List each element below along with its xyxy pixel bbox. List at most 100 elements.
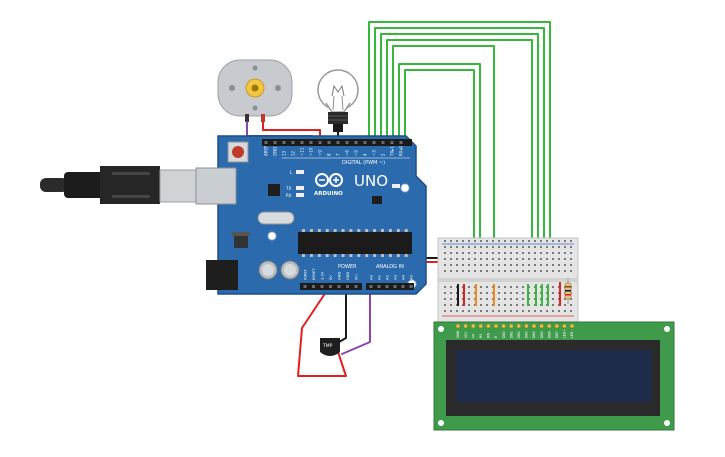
analog-pin[interactable]: [377, 285, 381, 288]
breadboard-hole: [546, 246, 548, 248]
breadboard-hole: [492, 270, 494, 272]
lcd-pin[interactable]: [455, 323, 461, 329]
breadboard-hole: [486, 264, 488, 266]
chip-pin: [388, 229, 392, 232]
digital-pin-label: 12: [291, 150, 296, 156]
power-pin[interactable]: [329, 285, 332, 288]
dc-motor-terminal-2[interactable]: [261, 114, 265, 122]
digital-pin[interactable]: [309, 141, 313, 144]
breadboard-hole: [516, 246, 518, 248]
power-pin[interactable]: [303, 285, 307, 288]
breadboard-hole: [534, 310, 536, 312]
breadboard-hole: [480, 286, 482, 288]
temperature-sensor[interactable]: TMP: [320, 338, 340, 356]
analog-pin[interactable]: [401, 285, 405, 288]
lcd-pin[interactable]: [463, 323, 468, 329]
usb-jack: [195, 167, 237, 205]
power-pin-label: RESET: [312, 268, 316, 280]
analog-pin-label: A0: [369, 274, 374, 280]
digital-pin[interactable]: [345, 141, 349, 144]
power-pin[interactable]: [346, 285, 349, 288]
breadboard-hole: [450, 258, 452, 260]
lcd-pin-label: RS: [479, 334, 483, 338]
lcd-pin[interactable]: [486, 323, 491, 329]
breadboard-hole: [504, 258, 506, 260]
digital-pin[interactable]: [318, 141, 322, 144]
lcd-pin[interactable]: [478, 323, 484, 329]
wire-green-3[interactable]: [380, 33, 539, 257]
wire-green-2[interactable]: [374, 27, 545, 257]
breadboard-hole: [558, 240, 560, 242]
resistor[interactable]: [564, 278, 572, 304]
digital-pin[interactable]: [264, 141, 268, 144]
breadboard-hole: [462, 258, 464, 260]
chip-pin: [381, 229, 384, 232]
wire-green-4[interactable]: [386, 39, 533, 257]
analog-pin[interactable]: [385, 285, 389, 288]
digital-pin[interactable]: [273, 141, 277, 144]
lcd-pin[interactable]: [508, 323, 514, 329]
lcd-pin[interactable]: [516, 323, 522, 329]
wire-green-6[interactable]: [398, 63, 481, 257]
breadboard-hole: [450, 264, 452, 266]
analog-pin[interactable]: [409, 285, 413, 288]
reset-button-cap[interactable]: [232, 146, 244, 158]
digital-pin[interactable]: [363, 141, 367, 144]
lcd-pin[interactable]: [493, 323, 499, 329]
digital-pin[interactable]: [354, 141, 358, 144]
wire-sensor-power[interactable]: [297, 285, 347, 377]
lcd-pin[interactable]: [501, 323, 506, 329]
lcd-pin[interactable]: [539, 323, 544, 329]
wire-green-5[interactable]: [392, 45, 495, 257]
lcd-pin[interactable]: [562, 323, 567, 329]
power-pin[interactable]: [312, 285, 315, 288]
wire-sensor-ground[interactable]: [331, 285, 347, 347]
breadboard-hole: [456, 258, 458, 260]
power-pin-label: IOREF: [304, 269, 308, 280]
usb-cable-strain: [64, 172, 104, 198]
breadboard-hole: [468, 246, 470, 248]
digital-pin[interactable]: [336, 141, 340, 144]
chip-pin: [357, 254, 361, 257]
breadboard-hole: [498, 270, 500, 272]
lcd-pin[interactable]: [546, 323, 552, 329]
dc-motor-terminal-1[interactable]: [245, 114, 249, 122]
digital-pin[interactable]: [300, 141, 304, 144]
led-on-label: ON: [402, 184, 408, 189]
breadboard-hole: [510, 240, 512, 242]
power-pin[interactable]: [337, 285, 341, 288]
wire-green-7[interactable]: [404, 69, 475, 257]
breadboard-hole: [510, 292, 512, 294]
wire-green-1[interactable]: [368, 21, 551, 257]
digital-pin[interactable]: [291, 141, 295, 144]
breadboard-hole: [558, 264, 560, 266]
power-pin[interactable]: [354, 285, 358, 288]
chip-pin: [333, 254, 337, 257]
lcd-pin[interactable]: [524, 323, 529, 329]
digital-pin[interactable]: [327, 141, 331, 144]
led-tx-label: TX: [285, 186, 291, 191]
analog-pin[interactable]: [393, 285, 397, 288]
usb-plug-body: [100, 166, 160, 204]
power-pin[interactable]: [320, 285, 324, 288]
digital-pin[interactable]: [372, 141, 376, 144]
analog-pin[interactable]: [369, 285, 373, 288]
digital-pin[interactable]: [390, 141, 394, 144]
breadboard-hole: [468, 298, 470, 300]
breadboard-hole: [546, 258, 548, 260]
temperature-sensor-body: [320, 338, 340, 356]
lcd-pin[interactable]: [531, 323, 537, 329]
digital-pin[interactable]: [399, 141, 403, 144]
lcd-pin[interactable]: [569, 323, 575, 329]
lcd-pin[interactable]: [470, 323, 476, 329]
breadboard-hole: [534, 252, 536, 254]
digital-pin[interactable]: [381, 141, 385, 144]
breadboard-hole: [570, 264, 572, 266]
digital-pin[interactable]: [282, 141, 286, 144]
lcd-pin[interactable]: [554, 323, 560, 329]
wire-sensor-signal[interactable]: [341, 285, 371, 355]
breadboard-hole: [522, 298, 524, 300]
lcd-pin-label: DB3: [525, 331, 529, 338]
breadboard-hole: [486, 298, 488, 300]
breadboard-hole: [444, 252, 446, 254]
